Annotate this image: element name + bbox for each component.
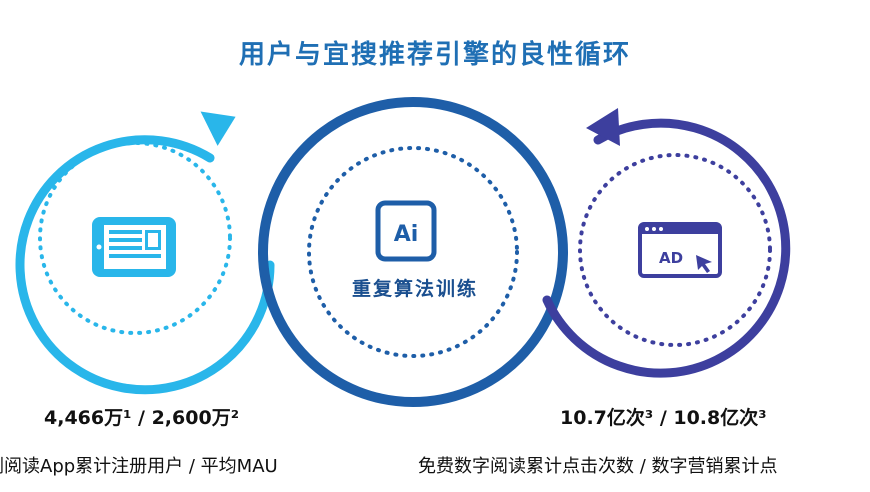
ad-browser-icon <box>638 222 722 278</box>
ad-badge-text: AD <box>659 249 683 267</box>
left-stat: 4,466万¹ / 2,600万² <box>44 407 240 429</box>
left-description: 刚阅读App累计注册用户 / 平均MAU <box>0 452 370 478</box>
reader-tablet-icon <box>92 217 176 277</box>
cursor-icon <box>696 255 712 273</box>
diagram-title: 用户与宜搜推荐引擎的良性循环 <box>238 40 631 70</box>
left-ring-arrow-icon <box>200 111 236 146</box>
right-ring-arrow-icon <box>586 108 620 146</box>
left-ring <box>15 111 275 395</box>
right-ring <box>542 108 791 378</box>
left-description-text: 刚阅读App累计注册用户 / 平均MAU <box>0 456 278 477</box>
right-stat: 10.7亿次³ / 10.8亿次³ <box>560 407 767 429</box>
ai-badge-text: Ai <box>394 222 419 247</box>
ai-chip-icon <box>375 200 437 262</box>
center-label: 重复算法训练 <box>351 278 478 300</box>
center-ring <box>258 97 568 407</box>
right-description: 免费数字阅读累计点击次数 / 数字营销累计点 <box>418 456 778 477</box>
